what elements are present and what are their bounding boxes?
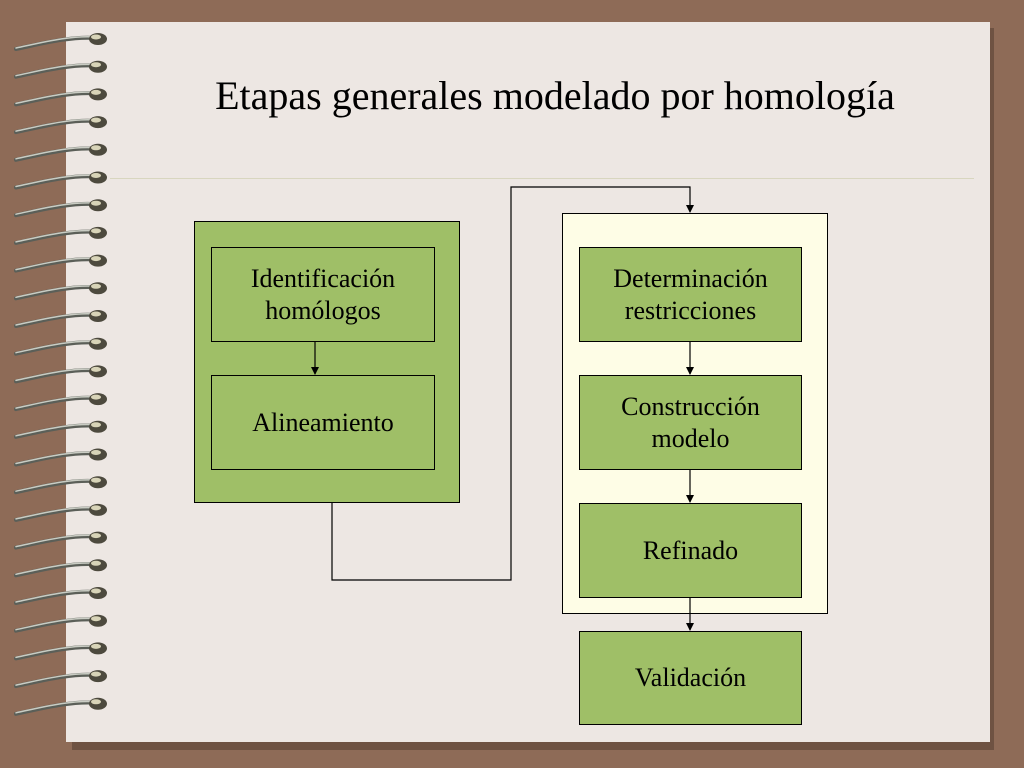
spiral-ring: [14, 365, 107, 384]
box-determinacion-restricciones: Determinación restricciones: [579, 247, 802, 342]
spiral-ring: [14, 88, 107, 107]
spiral-ring: [14, 199, 107, 218]
spiral-ring: [14, 420, 107, 439]
title-divider: [110, 178, 974, 179]
box-validacion: Validación: [579, 631, 802, 725]
spiral-ring: [14, 33, 107, 51]
spiral-ring: [14, 143, 107, 162]
spiral-ring: [14, 670, 107, 689]
spiral-ring: [14, 282, 107, 301]
box-construccion-modelo: Construcción modelo: [579, 375, 802, 470]
spiral-ring: [14, 531, 107, 550]
spiral-ring: [14, 116, 107, 135]
spiral-ring: [14, 310, 107, 328]
spiral-ring: [14, 697, 107, 716]
spiral-ring: [14, 642, 107, 661]
spiral-ring: [14, 337, 107, 356]
spiral-ring: [14, 171, 107, 190]
spiral-ring: [14, 614, 107, 633]
spiral-ring: [14, 393, 107, 412]
spiral-ring: [14, 559, 107, 578]
box-alineamiento: Alineamiento: [211, 375, 435, 470]
spiral-ring: [14, 587, 107, 605]
spiral-ring: [14, 60, 107, 79]
spiral-ring: [14, 448, 107, 467]
page-title: Etapas generales modelado por homología: [215, 73, 895, 118]
box-refinado: Refinado: [579, 503, 802, 598]
spiral-ring: [14, 254, 107, 273]
spiral-binding: [14, 33, 107, 716]
box-identificacion-homologos: Identificación homólogos: [211, 247, 435, 342]
edge-group-left-to-group-right: [331, 186, 694, 581]
spiral-ring: [14, 226, 107, 245]
spiral-ring: [14, 503, 107, 522]
spiral-ring: [14, 476, 107, 495]
